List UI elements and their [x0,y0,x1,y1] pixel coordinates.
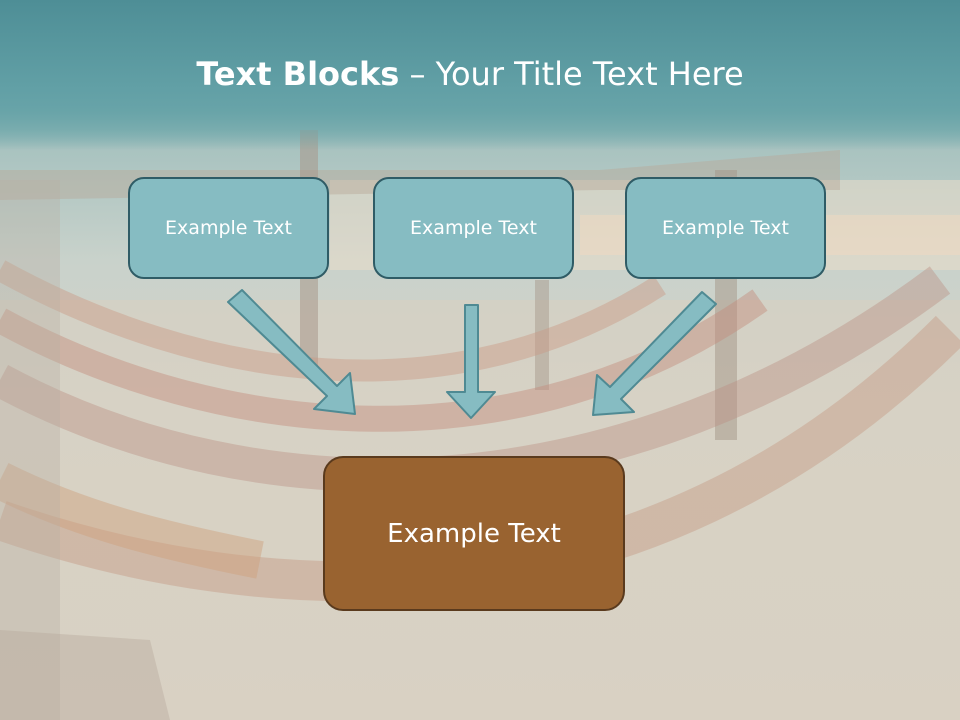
text-block-2-label: Example Text [410,217,537,239]
title-separator: – [399,55,436,93]
text-block-1-label: Example Text [165,217,292,239]
title-rest-part: Your Title Text Here [435,55,744,93]
text-block-2[interactable]: Example Text [373,177,574,279]
text-block-1[interactable]: Example Text [128,177,329,279]
slide-title: Text Blocks – Your Title Text Here [0,52,940,96]
text-block-3-label: Example Text [662,217,789,239]
text-block-3[interactable]: Example Text [625,177,826,279]
title-bold-part: Text Blocks [196,55,400,93]
main-text-block[interactable]: Example Text [323,456,625,611]
title-header-band [0,0,960,150]
main-text-block-label: Example Text [387,518,561,549]
